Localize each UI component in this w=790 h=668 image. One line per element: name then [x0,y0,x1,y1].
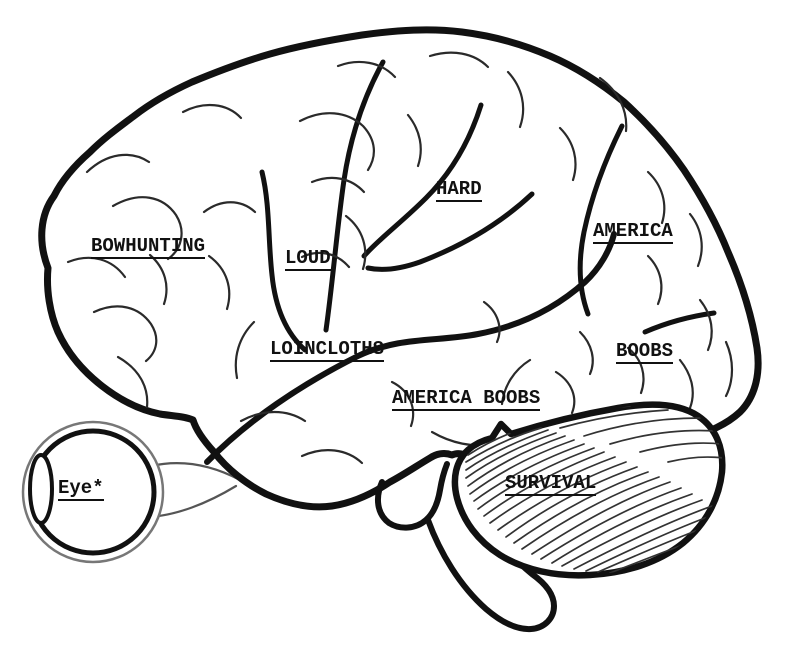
sulcus-line [239,411,307,423]
label-bowhunting: BOWHUNTING [91,235,206,259]
sulcus-line [111,196,183,261]
sulcus-line [724,340,734,398]
eye [21,420,165,564]
cerebellum-fold-line [505,466,638,538]
cerebellum-fold-line [465,432,557,479]
cerebellum-fold-line [561,499,703,567]
sulcus-line [202,201,257,214]
cerebellum-fold-line [667,456,723,467]
sulcus-line [558,126,577,182]
cerebellum-fold-line [465,429,549,471]
label-boobs: BOOBS [616,340,674,364]
minor-sulci [66,51,734,465]
cerebellum-fold-line [573,505,713,570]
sulcus-line [300,251,351,269]
cerebellum-fold-line [477,447,595,510]
sulcus-line [116,355,149,409]
label-loud: LOUD [285,247,331,271]
label-america-boobs: AMERICA BOOBS [392,387,541,411]
sulcus-line [361,102,484,259]
sulcus-line [310,176,366,194]
optic-nerve-upper-line [149,462,242,482]
sulcus-line [390,380,415,428]
sulcus-line [365,191,535,272]
sulcus-line [66,256,127,279]
cerebellum-fold-line [465,427,542,463]
sulcus-line [298,112,375,172]
sulcus-line [698,298,713,352]
sulcus-line [578,330,594,376]
eye-outer-ring [21,420,165,564]
sulcus-line [207,254,231,311]
cerebellum-fold-line [540,487,682,560]
label-hard: HARD [436,178,482,202]
cerebellum-fold-line [483,451,605,517]
cerebellum-fold-line [551,493,693,564]
cerebellum-fold-line [489,456,616,524]
cerebellum-fold-line [467,435,566,487]
sulcus-line [678,358,694,410]
label-eye: Eye* [58,477,104,501]
sulcus-line [406,113,422,168]
cerebellum-fold-line [559,409,669,429]
cerebellum-fold-line [521,476,660,550]
sulcus-line [300,449,364,465]
sulcus-line [85,153,151,174]
cerebellum-fold-line [513,471,649,544]
sulcus-line [181,103,243,120]
cerebellum-fold-line [639,442,723,453]
sulcus-line [577,123,625,317]
sulcus-line [688,212,703,268]
cerebellum-fold-line [531,481,671,555]
label-survival: SURVIVAL [505,472,597,496]
sulcus-line [626,346,645,395]
sulcus-line [234,320,256,380]
sulcus-line [336,60,397,79]
eye-lens [28,453,54,525]
sulcus-line [646,254,663,306]
sulcus-line [344,214,367,271]
sulcus-line [428,51,490,69]
sulcus-line [646,170,666,225]
cerebellum-striations [465,405,723,574]
cerebellum-fold-line [609,524,723,574]
sulcus-line [500,358,532,406]
sulcus-line [482,300,501,344]
sulcus-line [204,231,617,465]
sulcus-line [598,76,628,133]
label-america: AMERICA [593,220,673,244]
cerebellum-fold-line [497,461,627,531]
sulcus-line [506,70,525,129]
sulcus-line [554,370,576,415]
label-loincloths: LOINCLOTHS [270,338,385,362]
sulcus-line [92,305,158,363]
brain-stem [425,517,558,633]
cerebellum-outline [451,401,726,579]
sulcus-line [259,169,308,353]
cerebellum-fold-line [583,417,701,437]
cerebellum-fold-line [469,439,575,495]
cerebellum-fold-line [473,443,585,502]
